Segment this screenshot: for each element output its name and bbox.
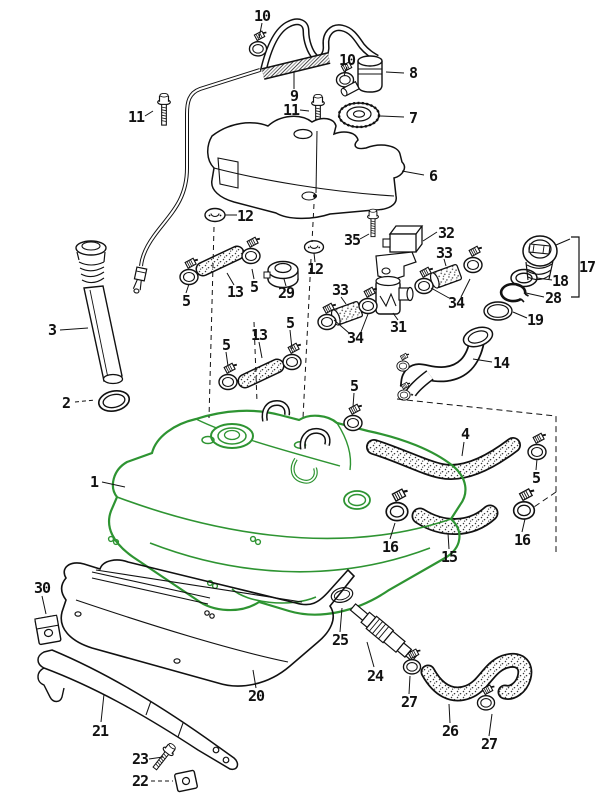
part-callout-32: 32 bbox=[437, 224, 455, 242]
part-callout-27: 27 bbox=[400, 693, 418, 711]
part-callout-16: 16 bbox=[381, 538, 399, 556]
part-callout-5: 5 bbox=[285, 314, 295, 332]
part-callout-4: 4 bbox=[460, 425, 470, 443]
part-callout-12: 12 bbox=[306, 260, 324, 278]
part-callout-31: 31 bbox=[389, 318, 407, 336]
part-callout-8: 8 bbox=[408, 64, 418, 82]
part-callout-6: 6 bbox=[428, 167, 438, 185]
part-callout-15: 15 bbox=[440, 548, 458, 566]
leader-lines bbox=[41, 22, 580, 782]
part-breather-hose-assembly bbox=[157, 18, 383, 129]
part-callout-12: 12 bbox=[236, 207, 254, 225]
part-callout-10: 10 bbox=[253, 7, 271, 25]
part-callout-2: 2 bbox=[61, 394, 71, 412]
part-callout-33: 33 bbox=[331, 281, 349, 299]
part-grommet-7 bbox=[337, 101, 381, 129]
part-callout-5: 5 bbox=[221, 336, 231, 354]
part-elbow-31 bbox=[375, 275, 414, 315]
part-sender-tube-3 bbox=[75, 240, 132, 415]
part-callout-7: 7 bbox=[408, 109, 418, 127]
part-callout-26: 26 bbox=[441, 722, 459, 740]
part-callout-5: 5 bbox=[349, 377, 359, 395]
part-callout-28: 28 bbox=[544, 289, 562, 307]
part-callout-23: 23 bbox=[131, 750, 149, 768]
part-callout-9: 9 bbox=[289, 87, 299, 105]
part-snap-ring-28 bbox=[499, 282, 529, 303]
part-valve-32 bbox=[382, 225, 424, 253]
part-callout-21: 21 bbox=[91, 722, 109, 740]
part-callout-10: 10 bbox=[338, 51, 356, 69]
part-callout-20: 20 bbox=[247, 687, 265, 705]
part-callout-16: 16 bbox=[513, 531, 531, 549]
part-tank-fittings bbox=[261, 399, 365, 450]
part-callout-14: 14 bbox=[492, 354, 510, 372]
part-callout-5: 5 bbox=[531, 469, 541, 487]
part-callout-11: 11 bbox=[282, 101, 300, 119]
part-hose-13-group bbox=[179, 234, 304, 391]
part-ring-19 bbox=[483, 301, 513, 321]
part-strap-21 bbox=[37, 649, 239, 793]
part-valve-group bbox=[317, 208, 485, 331]
part-callout-29: 29 bbox=[277, 284, 295, 302]
part-bracket bbox=[375, 251, 417, 281]
part-callout-34: 34 bbox=[346, 329, 364, 347]
part-fuel-pickup-24 bbox=[349, 603, 418, 662]
part-callout-13: 13 bbox=[250, 326, 268, 344]
part-callout-24: 24 bbox=[366, 667, 384, 685]
part-heat-shield-20 bbox=[34, 559, 356, 687]
part-callout-19: 19 bbox=[526, 311, 544, 329]
part-nut-22 bbox=[174, 769, 198, 793]
part-callout-5: 5 bbox=[181, 292, 191, 310]
part-callout-33: 33 bbox=[435, 244, 453, 262]
part-callout-25: 25 bbox=[331, 631, 349, 649]
part-callout-34: 34 bbox=[447, 294, 465, 312]
part-callout-30: 30 bbox=[33, 579, 51, 597]
part-callout-11: 11 bbox=[127, 108, 145, 126]
part-callout-5: 5 bbox=[249, 278, 259, 296]
part-vent-fitting bbox=[132, 266, 148, 294]
part-callout-18: 18 bbox=[551, 272, 569, 290]
part-callout-17: 17 bbox=[578, 258, 596, 276]
part-callout-13: 13 bbox=[226, 283, 244, 301]
part-callout-22: 22 bbox=[131, 772, 149, 790]
part-check-valve-8 bbox=[340, 55, 383, 97]
part-filler-hose-14 bbox=[396, 326, 494, 401]
part-callout-1: 1 bbox=[89, 473, 99, 491]
part-pickup-group bbox=[329, 584, 533, 711]
part-callout-3: 3 bbox=[47, 321, 57, 339]
part-cap-29 bbox=[263, 260, 299, 289]
part-callout-35: 35 bbox=[343, 231, 361, 249]
part-expansion-tank-6 bbox=[132, 68, 406, 294]
part-bushing-33b bbox=[429, 263, 463, 289]
part-callout-27: 27 bbox=[480, 735, 498, 753]
part-clip-30 bbox=[34, 614, 62, 646]
